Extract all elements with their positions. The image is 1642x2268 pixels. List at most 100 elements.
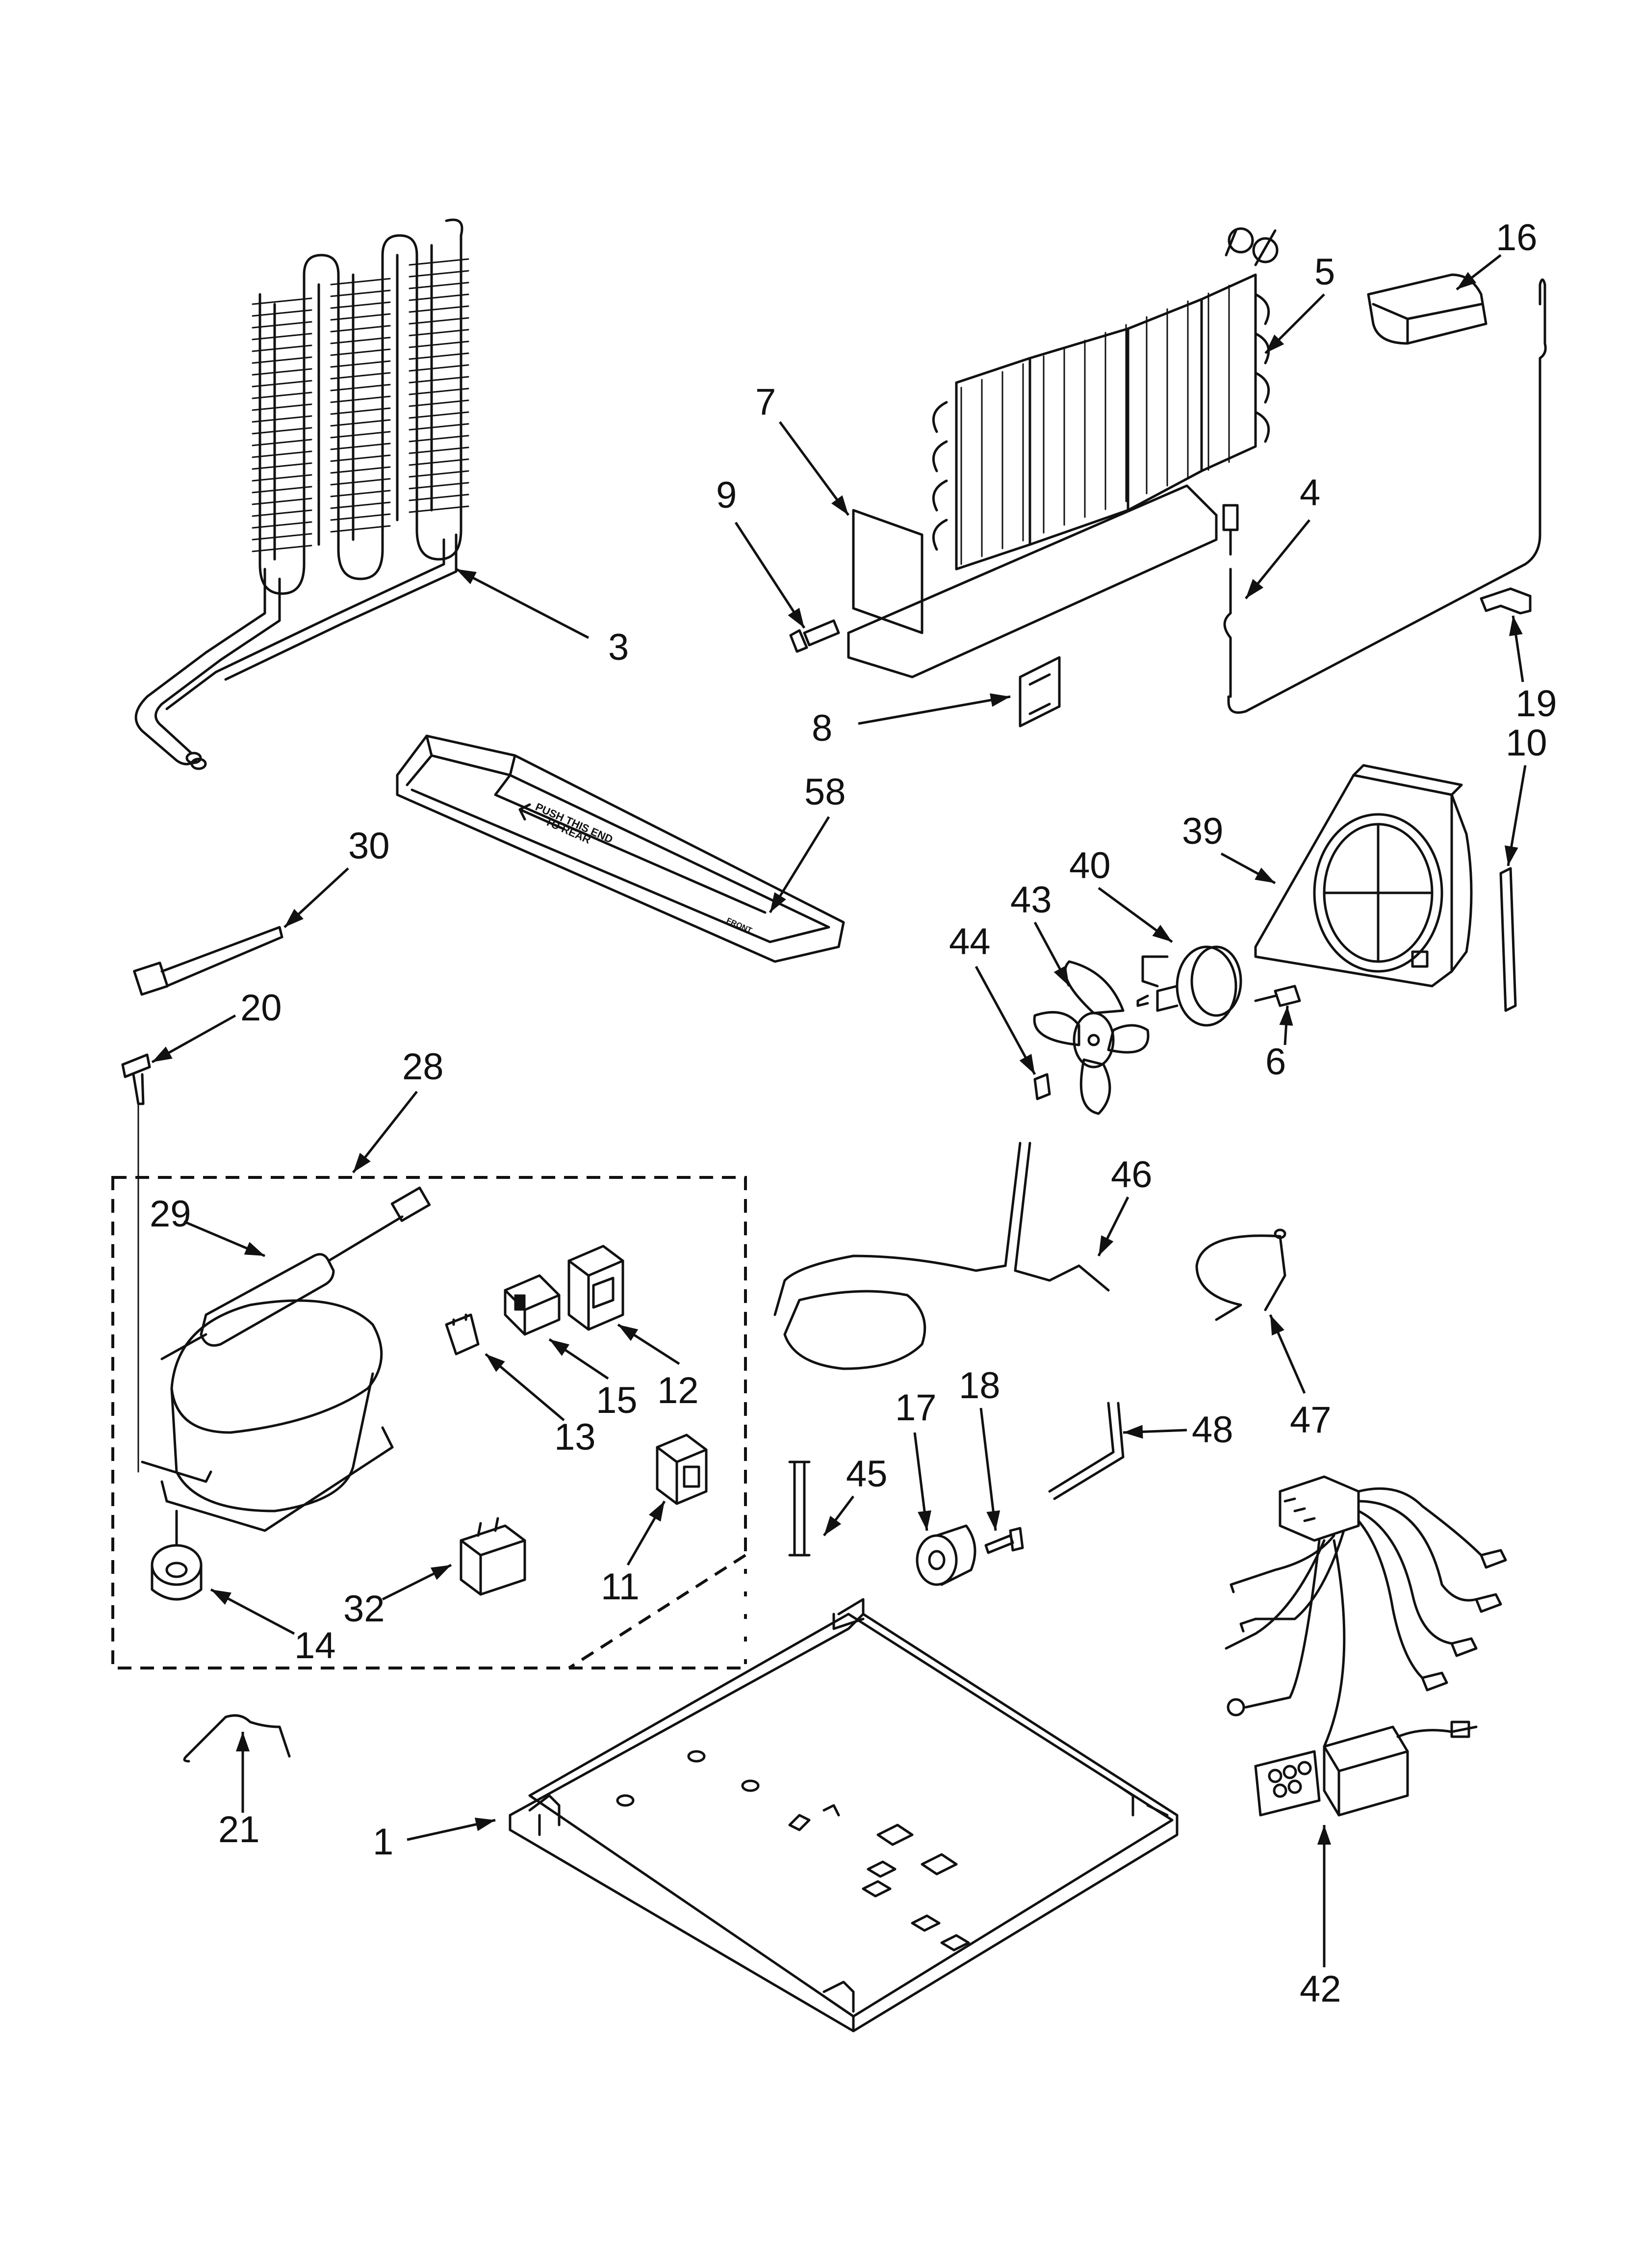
evaporator-icon (847, 227, 1279, 678)
coil-wire (409, 505, 469, 513)
coil-wire (252, 462, 312, 470)
leader-30-arrowhead (284, 909, 304, 927)
leader-28-arrowhead (353, 1152, 371, 1173)
base-frame-icon (509, 1598, 1179, 2033)
leader-16-arrowhead (1457, 272, 1477, 289)
callout-46: 46 (1111, 1154, 1153, 1196)
coil-wire (409, 446, 469, 454)
compressor-kit-boundary-corner (568, 1554, 746, 1669)
coil-wire (252, 321, 312, 329)
coil-wire (409, 317, 469, 325)
leader-58-arrowhead (770, 892, 786, 912)
coil-wire (330, 384, 391, 391)
callout-48: 48 (1192, 1409, 1233, 1451)
overload-icon (504, 1274, 561, 1336)
tube-icon (1048, 1402, 1125, 1500)
wire-clip-icon (183, 1714, 291, 1763)
pan-label-front: FRONT (725, 916, 753, 935)
coil-wire (409, 305, 469, 313)
capacitor-icon (460, 1517, 526, 1596)
leader-47-arrowhead (1270, 1315, 1284, 1336)
coil-wire (252, 403, 312, 411)
strip-icon (1499, 867, 1517, 1012)
fan-motor-icon (1136, 945, 1242, 1027)
coil-wire (409, 435, 469, 443)
callout-28: 28 (402, 1046, 444, 1088)
coil-wire (252, 509, 312, 517)
callout-21: 21 (218, 1809, 260, 1851)
coil-wire (330, 478, 391, 486)
callout-40: 40 (1069, 845, 1111, 886)
coil-wire (409, 411, 469, 419)
callout-11: 11 (601, 1566, 640, 1608)
leader-42-arrowhead (1317, 1825, 1331, 1845)
screw-icon (789, 619, 840, 653)
callout-19: 19 (1515, 683, 1557, 725)
fan-blade-icon (1033, 960, 1150, 1115)
leader-10-arrowhead (1504, 845, 1518, 866)
callout-5: 5 (1314, 251, 1335, 293)
callout-12: 12 (657, 1370, 699, 1411)
coil-wire (330, 313, 391, 321)
leader-13-arrowhead (486, 1354, 505, 1372)
leader-12-arrowhead (618, 1325, 639, 1341)
leader-1-arrowhead (474, 1818, 495, 1831)
coil-wire (409, 352, 469, 360)
coil-wire (252, 533, 312, 541)
coil-wire (409, 329, 469, 337)
coil-wire (252, 474, 312, 482)
coil-wire (252, 486, 312, 494)
leader-11-arrowhead (648, 1501, 665, 1522)
callout-45: 45 (846, 1453, 888, 1495)
leader-39-arrowhead (1255, 867, 1275, 883)
coil-wire (330, 501, 391, 509)
washer-icon (1033, 1073, 1051, 1100)
leader-20-arrowhead (152, 1046, 173, 1062)
coil-wire (330, 490, 391, 497)
screw-icon (1254, 985, 1301, 1007)
callout-32: 32 (343, 1588, 385, 1630)
coil-wire (409, 482, 469, 490)
screw-icon (121, 1053, 151, 1105)
leader-6-arrowhead (1279, 1006, 1293, 1026)
coil-wire (330, 325, 391, 333)
coil-wire (330, 360, 391, 368)
drier-icon (160, 1186, 431, 1360)
leader-lines (151, 254, 1527, 1967)
coil-wire (252, 427, 312, 435)
cover-icon (567, 1245, 624, 1331)
coil-wire (330, 525, 391, 533)
coil-wire (409, 388, 469, 395)
leader-21-arrowhead (236, 1732, 250, 1751)
coil-wire (252, 356, 312, 364)
coil-wire (409, 494, 469, 501)
leader-3 (455, 568, 590, 639)
leader-8-arrowhead (990, 693, 1010, 707)
clip-icon (1480, 587, 1532, 615)
callout-42: 42 (1300, 1968, 1341, 2010)
coil-wire (409, 340, 469, 348)
callout-47: 47 (1290, 1399, 1332, 1441)
coil-wire (409, 470, 469, 478)
callout-43: 43 (1010, 879, 1052, 921)
callout-8: 8 (812, 707, 832, 749)
callout-14: 14 (294, 1625, 336, 1667)
coil-wire (252, 450, 312, 458)
leader-18-arrowhead (986, 1510, 1001, 1531)
callout-20: 20 (240, 987, 282, 1029)
cap-icon (1367, 273, 1488, 345)
coil-wire (252, 380, 312, 388)
callout-10: 10 (1506, 722, 1547, 764)
coil-wire (252, 333, 312, 340)
leader-44-arrowhead (1019, 1054, 1035, 1074)
coil-wire (252, 391, 312, 399)
callout-17: 17 (895, 1387, 937, 1429)
coil-wire (330, 301, 391, 309)
leader-18 (979, 1408, 997, 1531)
leader-32-arrowhead (430, 1565, 451, 1580)
tube-icon (1195, 1228, 1286, 1321)
leader-9 (734, 521, 806, 629)
callout-13: 13 (554, 1416, 596, 1458)
callout-15: 15 (596, 1380, 638, 1421)
